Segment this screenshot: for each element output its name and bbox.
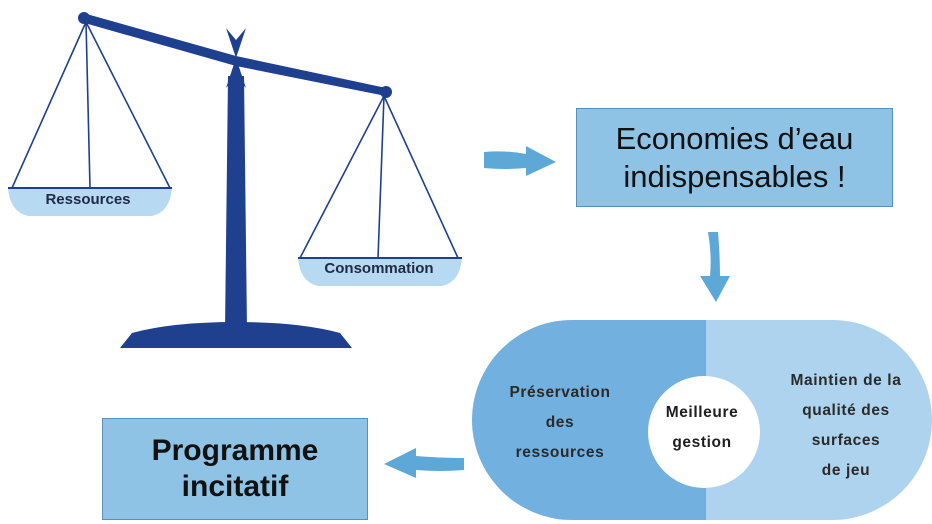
- gestion-pill: [472, 320, 932, 520]
- beam-end-right: [380, 86, 392, 98]
- pill-left-half: [472, 320, 706, 520]
- preservation-text: Préservation des ressources: [490, 378, 630, 468]
- pill-center-circle: [648, 376, 760, 488]
- gestion-line: gestion: [672, 434, 732, 451]
- balance-scale-icon: [8, 12, 462, 348]
- right-pan-strings: [299, 95, 459, 259]
- consommation-label: Consommation: [324, 260, 434, 277]
- ressources-label: Ressources: [45, 191, 131, 208]
- arrow-right-icon: [484, 146, 556, 176]
- arrow-left-icon: [384, 448, 464, 478]
- scale-beam: [81, 13, 386, 96]
- maintien-line: de jeu: [821, 462, 871, 479]
- preservation-line: Préservation: [509, 384, 611, 401]
- left-pan-strings: [11, 21, 171, 189]
- programme-box: Programme incitatif: [102, 418, 368, 520]
- beam-end-left: [78, 12, 90, 24]
- gestion-text: Meilleure gestion: [650, 398, 754, 458]
- economies-box: Economies d’eau indispensables !: [576, 108, 893, 207]
- maintien-line: surfaces: [811, 432, 881, 449]
- scale-pivot: [226, 28, 246, 88]
- scale-base: [120, 322, 352, 348]
- maintien-line: qualité des: [802, 402, 890, 419]
- scale-post: [225, 76, 247, 330]
- gestion-line: Meilleure: [665, 404, 739, 421]
- economies-line-2: indispensables !: [623, 158, 846, 194]
- arrow-down-icon: [700, 232, 730, 302]
- right-pan: [298, 258, 462, 286]
- maintien-line: Maintien de la: [790, 372, 902, 389]
- preservation-line: ressources: [515, 444, 605, 461]
- pill-right-half: [706, 320, 932, 520]
- programme-line-1: Programme: [151, 434, 319, 467]
- economies-line-1: Economies d’eau: [615, 120, 854, 156]
- programme-line-2: incitatif: [181, 470, 289, 503]
- left-pan: [8, 188, 172, 216]
- preservation-line: des: [545, 414, 575, 431]
- maintien-text: Maintien de la qualité des surfaces de j…: [766, 366, 926, 486]
